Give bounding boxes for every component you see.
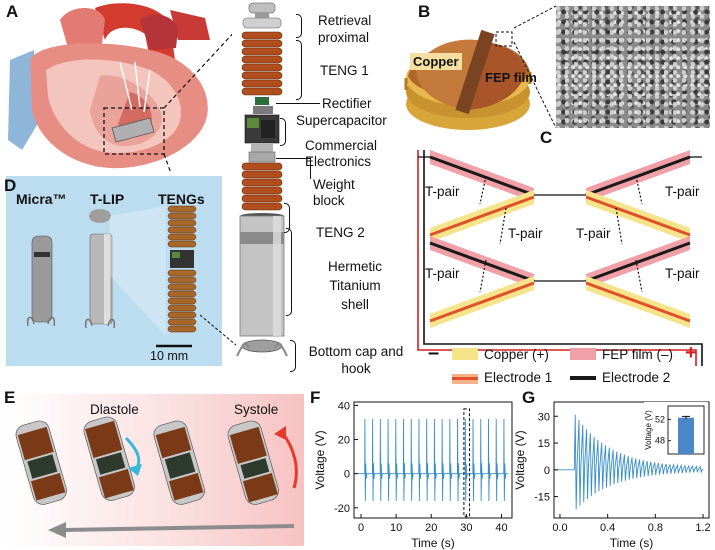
chart-g-ytick-label: 15 <box>538 438 550 450</box>
label-fep-film: FEP film <box>485 70 537 85</box>
label-commercial-electronics: Commercial Electronics <box>305 138 378 169</box>
tpair-label-1: T-pair <box>425 184 460 199</box>
chart-g-inset-ytick-label: 48 <box>655 436 665 446</box>
device-state-4 <box>227 420 279 505</box>
label-diastole: Dlastole <box>90 402 139 417</box>
label-teng2: TENG 2 <box>316 225 365 240</box>
teng2-coils <box>241 162 283 211</box>
label-hermetic-shell: Hermetic Titanium shell <box>327 259 382 312</box>
device-state-3 <box>153 420 205 505</box>
tpair-label-6: T-pair <box>665 266 700 281</box>
panel-label-d: D <box>4 176 17 195</box>
tpair-label-3: T-pair <box>508 226 543 241</box>
tpair-label-5: T-pair <box>425 266 460 281</box>
chart-f-ytick-label: -20 <box>334 503 350 515</box>
chart-f-series-line <box>354 419 509 501</box>
chart-f-ylabel: Voltage (V) <box>313 430 327 489</box>
legend-electrode1-label: Electrode 1 <box>484 370 553 385</box>
legend-fep-swatch <box>570 348 596 360</box>
pointer-weight-block <box>276 158 311 179</box>
panel-label-g: G <box>522 388 536 407</box>
label-bottom-cap-hook: Bottom cap and hook <box>308 344 404 376</box>
legend-electrode1-swatch <box>452 374 478 384</box>
zoom-lines-d <box>200 314 237 346</box>
chart-g-ytick-label: 30 <box>538 411 550 423</box>
label-supercapacitor: Supercapacitor <box>296 113 387 128</box>
chart-g-inset-ytick-label: 52 <box>655 414 665 424</box>
legend-copper-label: Copper (+) <box>484 347 549 362</box>
chart-g-xtick-label: 1.2 <box>695 522 710 534</box>
device-state-2 <box>83 416 135 501</box>
label-systole: Systole <box>234 402 279 417</box>
sem-texture-image <box>556 6 710 128</box>
panel-label-a: A <box>6 2 19 21</box>
tpair-schematic <box>417 150 703 366</box>
label-t-lip: T-LIP <box>90 191 125 207</box>
legend-electrode2-swatch <box>570 376 596 380</box>
chart-g-xlabel: Time (s) <box>610 536 654 550</box>
chart-g-inset-bar <box>678 417 694 454</box>
chart-f-xtick-label: 10 <box>390 522 402 534</box>
panel-label-e: E <box>4 388 16 407</box>
zoom-lines-b <box>513 5 557 129</box>
panel-label-c: C <box>540 128 553 147</box>
panel-label-f: F <box>310 388 321 407</box>
chart-g-xtick-label: 0.0 <box>552 522 567 534</box>
chart-g-ytick-label: -15 <box>534 492 550 504</box>
legend-electrode2-label: Electrode 2 <box>602 370 671 385</box>
chart-f-xlabel: Time (s) <box>411 536 455 550</box>
chart-f-frame <box>353 401 513 519</box>
chart-g-xtick-label: 0.8 <box>648 522 663 534</box>
pointer-rectifier <box>276 103 320 104</box>
tpair-label-2: T-pair <box>665 184 700 199</box>
chart-f-xtick-label: 40 <box>495 522 507 534</box>
chart-g-inset-bg <box>644 402 708 458</box>
tpair-label-4: T-pair <box>576 226 611 241</box>
chart-g-series-line <box>554 414 704 510</box>
cardiac-cycle-illustration <box>15 416 298 538</box>
bracket-shell <box>286 228 292 316</box>
chart-f-ytick-label: 40 <box>338 400 350 412</box>
scale-bar-label: 10 mm <box>150 349 189 363</box>
chart-g-frame <box>553 401 710 519</box>
teng-disk-illustration <box>404 29 532 130</box>
legend-minus: – <box>428 342 440 364</box>
chart-f-ytick-label: 0 <box>344 469 350 481</box>
device-state-1 <box>15 420 67 505</box>
chart-g-xtick-label: 0.4 <box>600 522 615 534</box>
label-micra: Micra™ <box>16 191 67 207</box>
chart-f-xtick-label: 0 <box>358 522 364 534</box>
cycle-return-arrow <box>63 524 295 532</box>
label-copper: Copper <box>410 53 462 70</box>
label-weight-block: Weight block <box>313 177 355 208</box>
bracket-electronics <box>280 118 286 146</box>
systole-arrow <box>280 431 298 489</box>
device-comparison-photo <box>26 205 197 348</box>
chart-f-xtick-label: 20 <box>425 522 437 534</box>
chart-f-ytick-label: 20 <box>338 435 350 447</box>
chart-g-ytick-label: 0 <box>544 465 550 477</box>
label-retrieval-proximal: Retrieval proximal <box>318 13 372 45</box>
label-rectifier: Rectifier <box>322 96 372 111</box>
device-exploded-view <box>236 2 288 357</box>
label-teng1: TENG 1 <box>320 63 369 78</box>
legend-fep-label: FEP film (–) <box>602 347 674 362</box>
chart-g-inset-ylabel: Voltage (V) <box>644 410 653 450</box>
legend-plus: + <box>685 342 697 364</box>
bracket-teng1 <box>296 40 302 100</box>
heart-illustration <box>8 3 232 172</box>
panel-label-b: B <box>418 2 431 21</box>
teng1-coils <box>241 31 283 96</box>
chart-f-xtick-label: 30 <box>460 522 472 534</box>
bracket-retrieval <box>296 14 302 38</box>
bracket-bottom-cap <box>290 340 296 372</box>
legend-copper-swatch <box>452 348 478 360</box>
chart-g-ylabel: Voltage (V) <box>513 430 527 489</box>
label-tengs: TENGs <box>158 191 205 207</box>
